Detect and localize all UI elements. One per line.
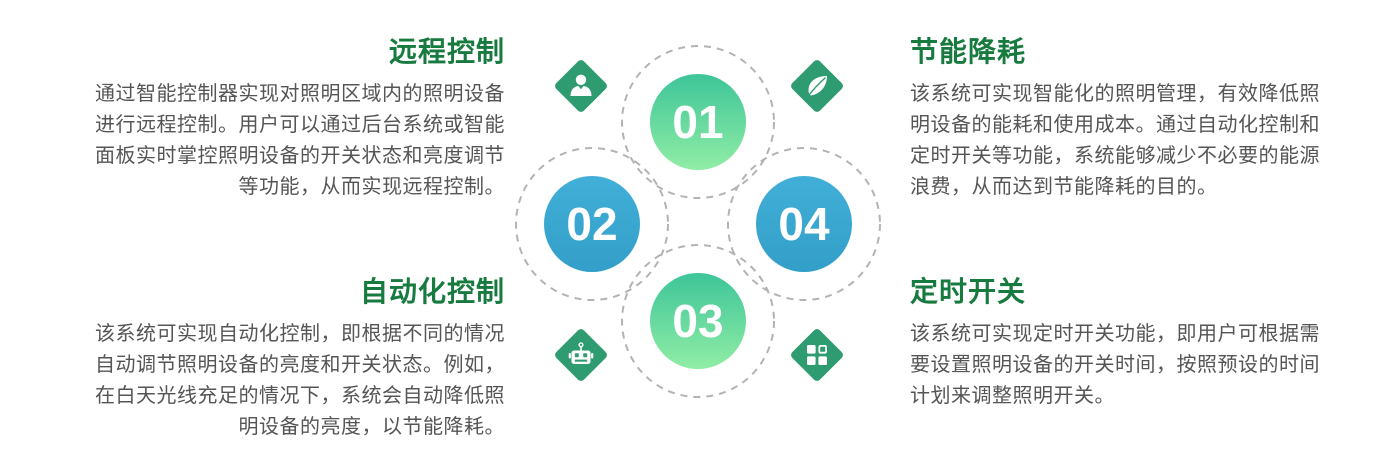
robot-icon [555, 329, 607, 381]
dashed-ring-step-02 [515, 147, 669, 301]
step-number-03: 03 [672, 295, 723, 347]
step-circle-01 [650, 74, 746, 170]
section-title-remote-control: 远程控制 [388, 36, 505, 67]
section-body-remote-control: 通过智能控制器实现对照明区域内的照明设备进行远程控制。用户可以通过后台系统或智能… [95, 83, 505, 198]
section-title-timer-switch: 定时开关 [910, 276, 1027, 307]
step-number-04: 04 [778, 198, 830, 250]
section-automation: 自动化控制 该系统可实现自动化控制，即根据不同的情况自动调节照明设备的亮度和开关… [87, 277, 505, 443]
section-title-energy-saving: 节能降耗 [910, 36, 1027, 67]
step-number-01: 01 [672, 96, 723, 148]
grid-icon [791, 329, 843, 381]
section-energy-saving: 节能降耗 该系统可实现智能化的照明管理，有效降低照明设备的能耗和使用成本。通过自… [910, 37, 1328, 203]
leaf-icon [791, 60, 843, 112]
section-title-automation: 自动化控制 [359, 276, 505, 307]
step-circle-04 [756, 176, 852, 272]
section-remote-control: 远程控制 通过智能控制器实现对照明区域内的照明设备进行远程控制。用户可以通过后台… [87, 37, 505, 203]
feature-diagram: 01 02 03 04 [515, 45, 881, 398]
section-body-energy-saving: 该系统可实现智能化的照明管理，有效降低照明设备的能耗和使用成本。通过自动化控制和… [910, 83, 1320, 198]
user-icon [555, 60, 607, 112]
section-timer-switch: 定时开关 该系统可实现定时开关功能，即用户可根据需要设置照明设备的开关时间，按照… [910, 277, 1328, 412]
step-circle-03 [650, 273, 746, 369]
section-body-timer-switch: 该系统可实现定时开关功能，即用户可根据需要设置照明设备的开关时间，按照预设的时间… [910, 323, 1320, 407]
dashed-ring-step-01 [621, 45, 775, 199]
dashed-ring-step-04 [727, 147, 881, 301]
dashed-ring-step-03 [621, 244, 775, 398]
section-body-automation: 该系统可实现自动化控制，即根据不同的情况自动调节照明设备的亮度和开关状态。例如，… [95, 323, 505, 438]
step-number-02: 02 [566, 198, 617, 250]
step-circle-02 [544, 176, 640, 272]
